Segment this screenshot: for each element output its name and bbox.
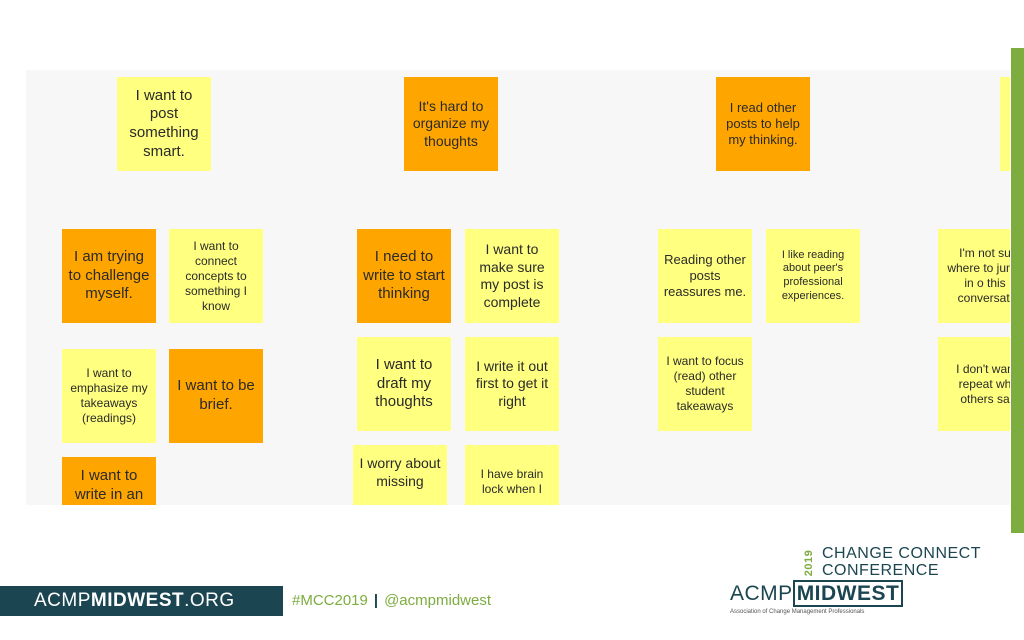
- logo-line1: CHANGE CONNECT: [822, 545, 982, 562]
- site-prefix: ACMP: [34, 590, 91, 611]
- separator: |: [373, 592, 379, 609]
- sticky-note[interactable]: I want to emphasize my takeaways (readin…: [62, 349, 156, 443]
- sticky-note[interactable]: I want to write in an: [62, 457, 156, 505]
- sticky-note[interactable]: I'm not su where to jump in o this conve…: [938, 229, 1010, 323]
- sticky-note[interactable]: I worry about missing: [353, 445, 447, 505]
- site-suffix: .ORG: [184, 590, 235, 611]
- sticky-note[interactable]: I need to write to start thinking: [357, 229, 451, 323]
- sticky-note: [1000, 77, 1010, 171]
- sticky-note[interactable]: I want to focus (read) other student tak…: [658, 337, 752, 431]
- site-bold: MIDWEST: [90, 590, 185, 611]
- footer-social-tags: #MCC2019 | @acmpmidwest: [292, 592, 491, 609]
- sticky-note[interactable]: I don't wan repeat wh others sa: [938, 337, 1010, 431]
- accent-bar: [1011, 48, 1024, 533]
- hashtag: #MCC2019: [292, 592, 368, 609]
- twitter-handle: @acmpmidwest: [384, 592, 491, 609]
- logo-line2: CONFERENCE: [822, 562, 940, 579]
- sticky-note[interactable]: Reading other posts reassures me.: [658, 229, 752, 323]
- sticky-note[interactable]: I have brain lock when I: [465, 445, 559, 505]
- sticky-note[interactable]: I want to connect concepts to something …: [169, 229, 263, 323]
- sticky-note[interactable]: I want to draft my thoughts: [357, 337, 451, 431]
- sticky-note-board: I want to post something smart. It's har…: [26, 70, 1010, 505]
- sticky-note[interactable]: I want to be brief.: [169, 349, 263, 443]
- sticky-note[interactable]: I like reading about peer's professional…: [766, 229, 860, 323]
- logo-year: 2019: [803, 549, 816, 577]
- sticky-note[interactable]: I read other posts to help my thinking.: [716, 77, 810, 171]
- sticky-note[interactable]: I want to make sure my post is complete: [465, 229, 559, 323]
- sticky-note[interactable]: It's hard to organize my thoughts: [404, 77, 498, 171]
- sticky-note[interactable]: I am trying to challenge myself.: [62, 229, 156, 323]
- logo-tagline: Association of Change Management Profess…: [730, 609, 865, 615]
- sticky-note[interactable]: I want to post something smart.: [117, 77, 211, 171]
- sticky-note[interactable]: I write it out first to get it right: [465, 337, 559, 431]
